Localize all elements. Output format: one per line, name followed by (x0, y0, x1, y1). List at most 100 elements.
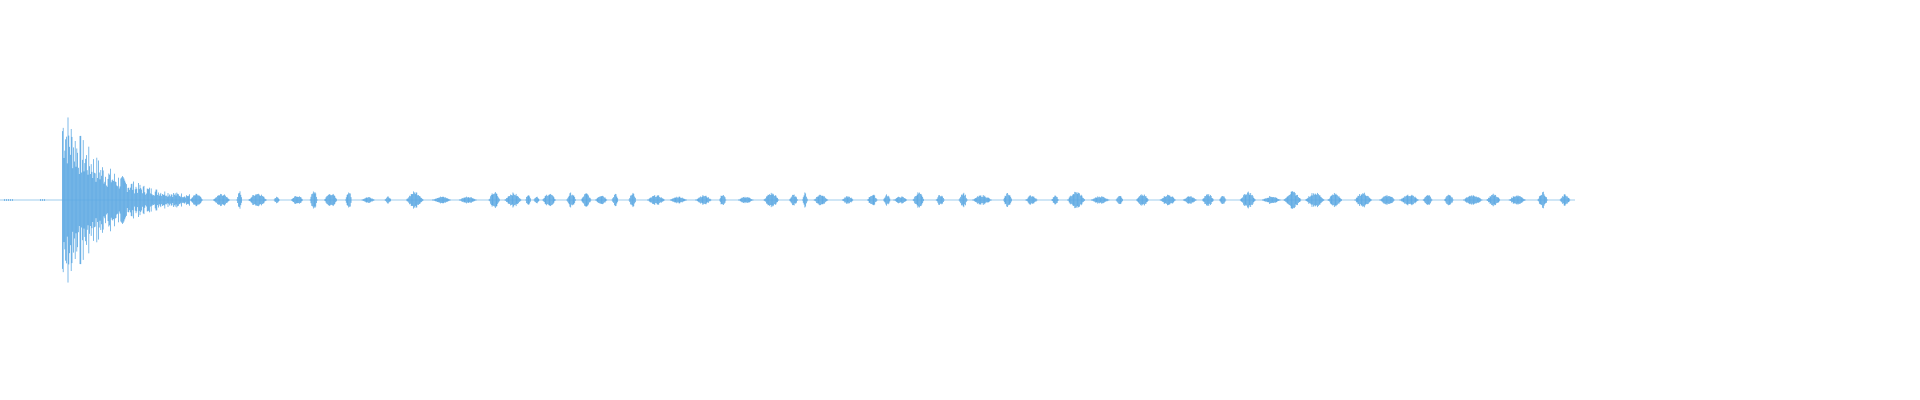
waveform-sample (150, 188, 152, 212)
waveform-sample (148, 189, 150, 211)
waveform-sample (567, 197, 569, 203)
waveform-sample (1479, 197, 1480, 203)
waveform-sample (386, 197, 388, 203)
waveform-sample (675, 197, 677, 203)
waveform-sample (1205, 194, 1207, 206)
waveform-sample (218, 195, 220, 205)
waveform-sample (1543, 194, 1545, 206)
waveform-sample (935, 199, 937, 201)
waveform-sample (97, 177, 98, 223)
waveform-sample (1409, 196, 1410, 204)
waveform-sample (167, 193, 169, 207)
waveform-sample (79, 135, 81, 265)
waveform-sample (1367, 195, 1368, 205)
waveform-sample (470, 197, 472, 203)
waveform-sample (1007, 193, 1008, 207)
waveform-sample (815, 198, 817, 202)
waveform-sample (114, 181, 116, 219)
waveform-sample (1308, 196, 1310, 204)
waveform-sample (1140, 194, 1142, 206)
waveform-sample (1250, 193, 1252, 207)
waveform-sample (66, 136, 67, 264)
waveform-sample (695, 199, 697, 201)
waveform-sample (1490, 196, 1492, 204)
waveform-sample (1314, 193, 1316, 207)
waveform-sample (118, 188, 120, 212)
waveform-sample (1003, 197, 1005, 203)
waveform-sample (817, 196, 819, 204)
waveform-sample (974, 198, 975, 202)
waveform-sample (1247, 191, 1249, 209)
waveform-sample (888, 196, 890, 204)
waveform-sample (913, 198, 915, 202)
waveform-sample (66, 163, 68, 237)
waveform-sample (82, 159, 83, 241)
waveform-sample (1522, 198, 1524, 202)
waveform-sample (1405, 196, 1406, 204)
waveform-sample (92, 178, 94, 222)
waveform-sample (1190, 196, 1191, 204)
waveform-sample (162, 194, 164, 206)
waveform-sample (867, 199, 868, 201)
waveform-sample (186, 195, 187, 205)
waveform-sample (170, 196, 171, 204)
waveform-sample (1263, 198, 1265, 202)
waveform-sample (1561, 197, 1563, 203)
waveform-sample (595, 199, 597, 201)
waveform-sample (534, 198, 536, 202)
waveform-sample (972, 199, 974, 201)
waveform-sample (1370, 198, 1372, 202)
waveform-sample (536, 196, 538, 204)
waveform-sample (1384, 196, 1385, 204)
waveform-sample (1452, 199, 1454, 201)
waveform-sample (219, 195, 221, 205)
waveform-sample (228, 198, 230, 202)
waveform-sample (129, 189, 130, 211)
waveform-sample (1092, 199, 1094, 201)
waveform-sample (384, 199, 386, 201)
waveform-sample (597, 197, 599, 203)
waveform-sample (516, 196, 518, 204)
waveform-sample (1090, 199, 1092, 201)
waveform-sample (12, 199, 13, 201)
waveform-sample (581, 198, 583, 202)
waveform-sample (114, 173, 115, 227)
waveform-sample (151, 194, 153, 206)
waveform-sample (963, 192, 965, 208)
waveform-sample (661, 198, 663, 202)
waveform-sample (1489, 196, 1491, 204)
waveform-sample (822, 195, 824, 205)
waveform-sample (261, 195, 263, 205)
waveform-sample (1224, 198, 1226, 202)
waveform-sample (509, 196, 511, 204)
waveform-sample (141, 189, 142, 211)
waveform-sample (1355, 197, 1357, 203)
waveform-sample (388, 197, 390, 203)
waveform-sample (1355, 199, 1356, 201)
waveform-sample (514, 194, 515, 206)
waveform-sample (1399, 199, 1401, 201)
waveform-sample (183, 196, 185, 204)
waveform-sample (74, 161, 75, 239)
waveform-sample (325, 197, 327, 203)
waveform-sample (1356, 197, 1358, 203)
waveform-sample (987, 197, 989, 203)
waveform-sample (276, 196, 277, 204)
waveform-sample (1445, 197, 1447, 203)
waveform-sample (1477, 197, 1479, 203)
waveform-sample (329, 194, 331, 206)
waveform-sample (767, 194, 769, 206)
waveform-sample (371, 198, 373, 202)
waveform-sample (1209, 196, 1210, 204)
waveform-sample (1291, 191, 1293, 209)
waveform-sample (201, 198, 202, 202)
waveform-sample (959, 198, 961, 202)
waveform-sample (1270, 196, 1271, 204)
waveform-sample (1466, 197, 1468, 203)
waveform-sample (684, 199, 686, 202)
waveform-sample (332, 194, 333, 206)
waveform-sample (1184, 198, 1186, 202)
waveform-sample (1298, 197, 1300, 203)
waveform-sample (198, 195, 200, 205)
waveform-sample (309, 199, 311, 201)
